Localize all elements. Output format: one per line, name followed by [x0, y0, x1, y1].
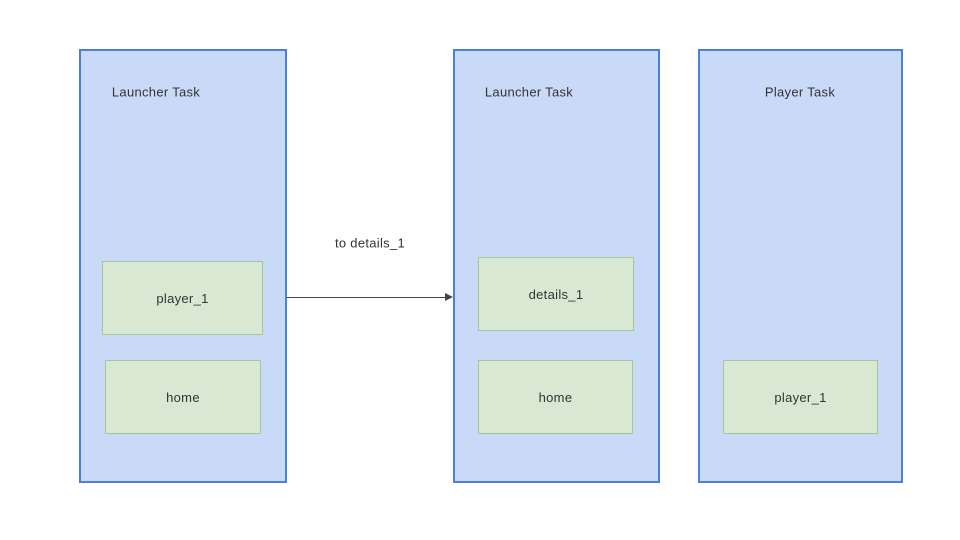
screen-label: player_1 [156, 290, 209, 306]
task-title: Player Task [764, 84, 836, 100]
screen-label: home [538, 389, 573, 405]
task-title: Launcher Task [111, 84, 201, 100]
task-node-launcher-1: Launcher Task player_1 home [79, 49, 287, 483]
transition-arrow-line [287, 297, 446, 298]
transition-arrowhead-icon [445, 293, 453, 301]
task-node-launcher-2: Launcher Task details_1 home [453, 49, 660, 483]
screen-node-player-1: player_1 [723, 360, 878, 434]
task-node-player: Player Task player_1 [698, 49, 903, 483]
screen-label: details_1 [528, 286, 584, 302]
screen-node-home: home [478, 360, 633, 434]
screen-node-home: home [105, 360, 261, 434]
screen-label: player_1 [774, 389, 827, 405]
screen-node-details-1: details_1 [478, 257, 634, 331]
screen-node-player-1: player_1 [102, 261, 263, 335]
screen-label: home [166, 389, 200, 405]
transition-arrow-label: to details_1 [334, 235, 406, 251]
task-title: Launcher Task [484, 84, 574, 100]
